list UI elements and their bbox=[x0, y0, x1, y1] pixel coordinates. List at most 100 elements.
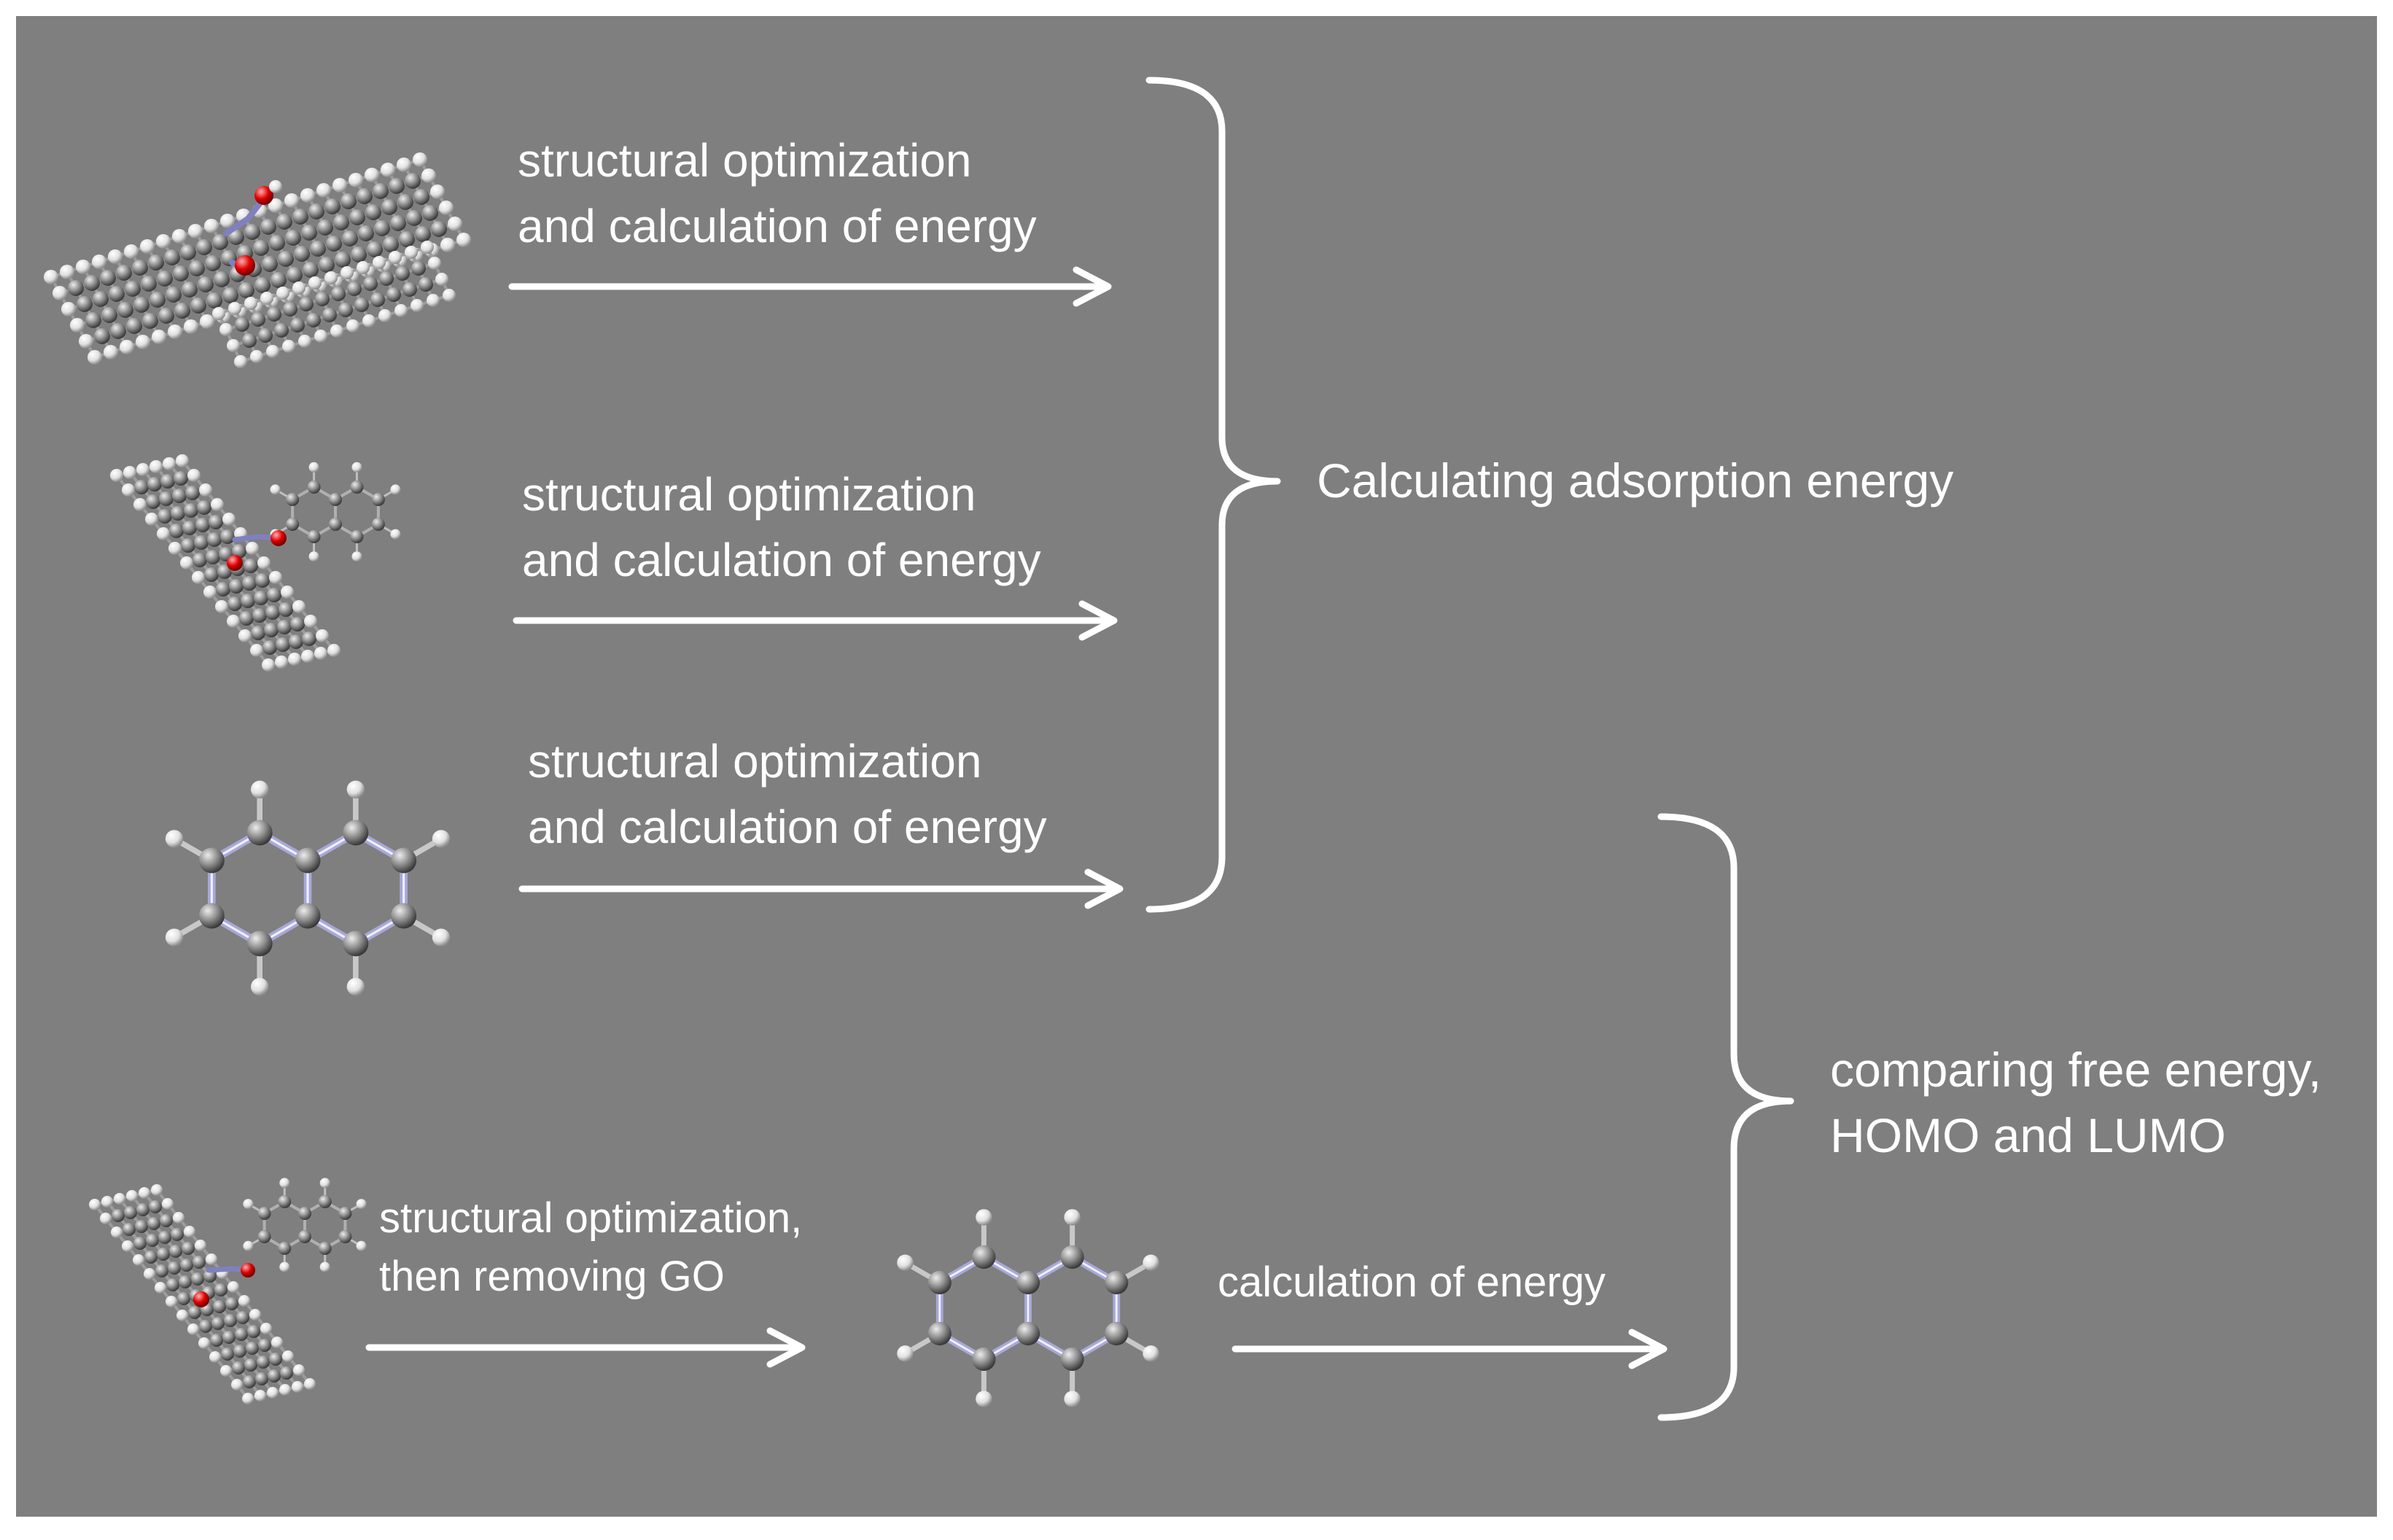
hydrogen-atom bbox=[44, 270, 58, 284]
hydrogen-atom bbox=[262, 658, 275, 672]
step-2-label-line2: and calculation of energy bbox=[522, 534, 1041, 586]
hydrogen-atom bbox=[133, 1254, 144, 1266]
carbon-atom bbox=[329, 493, 342, 506]
hydrogen-atom bbox=[301, 650, 314, 663]
hydrogen-atom bbox=[246, 542, 259, 555]
hydrogen-atom bbox=[165, 928, 184, 946]
hydrogen-atom bbox=[427, 294, 440, 307]
carbon-atom bbox=[112, 1209, 125, 1222]
carbon-atom bbox=[278, 1242, 292, 1255]
carbon-atom bbox=[290, 617, 305, 631]
carbon-atom bbox=[358, 225, 374, 241]
hydrogen-atom bbox=[440, 238, 455, 252]
hydrogen-atom bbox=[187, 1323, 199, 1335]
carbon-atom bbox=[289, 634, 303, 649]
carbon-atom bbox=[335, 252, 351, 268]
carbon-atom bbox=[242, 333, 257, 348]
carbon-atom bbox=[306, 313, 321, 327]
adsorption-brace bbox=[1145, 77, 1281, 913]
step-4-arrow bbox=[365, 1327, 806, 1368]
hydrogen-atom bbox=[288, 653, 301, 666]
carbon-atom bbox=[239, 611, 254, 626]
hydrogen-atom bbox=[897, 1345, 914, 1362]
hydrogen-atom bbox=[373, 256, 386, 269]
carbon-atom bbox=[157, 1248, 170, 1261]
hydrogen-atom bbox=[211, 498, 224, 511]
hydrogen-atom bbox=[136, 335, 150, 349]
carbon-atom bbox=[235, 1328, 248, 1341]
carbon-atom bbox=[211, 1317, 225, 1330]
carbon-atom bbox=[94, 328, 110, 344]
hydrogen-atom bbox=[281, 586, 294, 599]
hydrogen-atom bbox=[110, 469, 123, 482]
carbon-atom bbox=[391, 847, 417, 874]
carbon-atom bbox=[157, 271, 173, 287]
hydrogen-atom bbox=[165, 830, 184, 848]
hydrogen-atom bbox=[269, 180, 282, 193]
oxygen-atom bbox=[241, 1263, 255, 1278]
hydrogen-atom bbox=[1143, 1254, 1159, 1271]
carbon-atom bbox=[381, 199, 397, 215]
carbon-atom bbox=[365, 204, 381, 220]
carbon-atom bbox=[157, 509, 172, 524]
carbon-atom bbox=[197, 500, 211, 515]
bond bbox=[232, 534, 262, 542]
hydrogen-atom bbox=[114, 1193, 125, 1205]
carbon-atom bbox=[146, 494, 160, 509]
hydrogen-atom bbox=[275, 656, 288, 669]
hydrogen-atom bbox=[254, 1390, 266, 1401]
hydrogen-atom bbox=[351, 551, 362, 562]
hydrogen-atom bbox=[203, 586, 217, 599]
bond bbox=[223, 216, 251, 236]
carbon-atom bbox=[329, 518, 342, 531]
step-4-label-line1: structural optimization, bbox=[379, 1194, 802, 1242]
hydrogen-atom bbox=[279, 1384, 291, 1396]
carbon-atom bbox=[276, 214, 292, 230]
go-sheet-complex-molecule-icon bbox=[44, 152, 471, 368]
carbon-atom bbox=[267, 307, 281, 322]
hydrogen-atom bbox=[139, 1187, 150, 1199]
carbon-atom bbox=[298, 1207, 311, 1220]
carbon-atom bbox=[389, 178, 405, 194]
hydrogen-atom bbox=[87, 350, 102, 365]
hydrogen-atom bbox=[341, 266, 354, 279]
hydrogen-atom bbox=[268, 198, 283, 213]
hydrogen-atom bbox=[390, 529, 401, 540]
carbon-atom bbox=[317, 219, 333, 236]
hydrogen-atom bbox=[163, 457, 176, 470]
carbon-atom bbox=[133, 1237, 147, 1250]
hydrogen-atom bbox=[145, 513, 158, 526]
carbon-atom bbox=[258, 1339, 271, 1352]
carbon-atom bbox=[419, 277, 433, 292]
hydrogen-atom bbox=[187, 469, 201, 482]
carbon-atom bbox=[274, 323, 289, 338]
carbon-atom bbox=[255, 1372, 268, 1385]
naphthalene-after-removal-molecule-icon bbox=[897, 1209, 1159, 1407]
hydrogen-atom bbox=[1143, 1345, 1159, 1362]
hydrogen-atom bbox=[176, 454, 189, 467]
hydrogen-atom bbox=[324, 271, 338, 284]
step-1-label-line1: structural optimization bbox=[518, 134, 971, 187]
carbon-atom bbox=[310, 241, 326, 257]
hydrogen-atom bbox=[162, 1198, 174, 1210]
carbon-atom bbox=[294, 246, 310, 262]
naphthalene-molecule-icon bbox=[165, 780, 451, 996]
carbon-atom bbox=[342, 230, 358, 246]
hydrogen-atom bbox=[293, 1364, 305, 1376]
step-3: structural optimization and calculation … bbox=[518, 735, 1124, 909]
carbon-atom bbox=[174, 303, 190, 319]
carbon-atom bbox=[413, 189, 429, 205]
carbon-atom bbox=[307, 481, 321, 494]
hydrogen-atom bbox=[257, 556, 271, 569]
diagram-background bbox=[16, 16, 2377, 1517]
hydrogen-atom bbox=[70, 318, 85, 332]
hydrogen-atom bbox=[227, 1281, 239, 1293]
carbon-atom bbox=[214, 271, 230, 287]
carbon-atom bbox=[180, 244, 196, 260]
carbon-atom bbox=[169, 1245, 182, 1258]
comparison-brace bbox=[1657, 813, 1794, 1421]
hydrogen-atom bbox=[346, 780, 365, 798]
carbon-atom bbox=[134, 480, 149, 494]
carbon-atom bbox=[135, 1220, 148, 1233]
hydrogen-atom bbox=[172, 229, 187, 244]
